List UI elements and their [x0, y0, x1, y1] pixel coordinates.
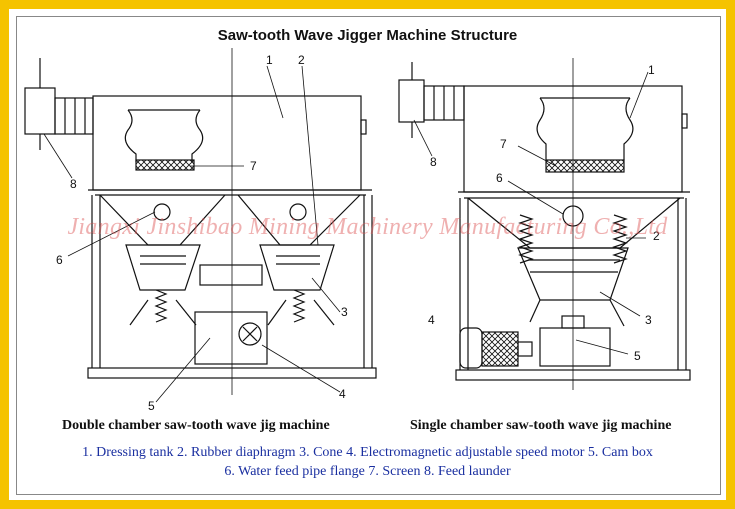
right-screen — [545, 159, 625, 173]
label-right-2: 2 — [653, 229, 660, 243]
right-motor-body — [481, 331, 519, 367]
label-left-7: 7 — [250, 159, 257, 173]
label-left-1: 1 — [266, 53, 273, 67]
label-left-4: 4 — [339, 387, 346, 401]
right-frame-legs — [459, 198, 687, 370]
left-tank-wave — [124, 109, 204, 162]
right-flange — [562, 205, 584, 227]
left-cam-box — [194, 311, 268, 365]
left-base — [87, 367, 377, 379]
label-left-2: 2 — [298, 53, 305, 67]
left-motor-wheel — [238, 322, 262, 346]
right-spring-b — [612, 214, 628, 264]
right-motor — [459, 327, 483, 369]
label-right-3: 3 — [645, 313, 652, 327]
label-right-6: 6 — [496, 171, 503, 185]
single-chamber-drawing — [398, 58, 691, 390]
label-left-3: 3 — [341, 305, 348, 319]
label-left-8: 8 — [70, 177, 77, 191]
left-frame-legs — [91, 195, 373, 368]
left-flange-a — [153, 203, 171, 221]
legend-line-2: 6. Water feed pipe flange 7. Screen 8. F… — [224, 464, 511, 479]
label-left-6: 6 — [56, 253, 63, 267]
left-cone-b — [259, 244, 335, 291]
right-base — [455, 369, 691, 381]
left-cone-a — [125, 244, 201, 291]
label-right-7: 7 — [500, 137, 507, 151]
label-left-5: 5 — [148, 399, 155, 413]
right-feed-launder — [398, 79, 425, 123]
left-screen — [135, 159, 195, 171]
right-spring-a — [518, 214, 534, 264]
left-flange-b — [289, 203, 307, 221]
left-feed-launder — [24, 87, 56, 135]
label-right-1: 1 — [648, 63, 655, 77]
caption-double-chamber: Double chamber saw-tooth wave jig machin… — [62, 418, 330, 433]
label-right-5: 5 — [634, 349, 641, 363]
right-cam-box — [539, 327, 611, 367]
left-spring-a — [154, 289, 168, 323]
label-right-4: 4 — [428, 313, 435, 327]
left-launder-chute — [54, 97, 94, 135]
caption-single-chamber: Single chamber saw-tooth wave jig machin… — [410, 418, 672, 433]
label-right-8: 8 — [430, 155, 437, 169]
inner-border — [16, 16, 721, 495]
diagram-title: Saw-tooth Wave Jigger Machine Structure — [217, 27, 518, 44]
double-chamber-drawing — [24, 48, 377, 403]
legend-line-1: 1. Dressing tank 2. Rubber diaphragm 3. … — [82, 445, 653, 460]
watermark: Jiangxi Jinshibao Mining Machinery Manuf… — [67, 214, 668, 240]
right-tank-wave — [536, 97, 634, 160]
left-center-box — [199, 264, 263, 286]
left-spring-b — [292, 289, 306, 323]
